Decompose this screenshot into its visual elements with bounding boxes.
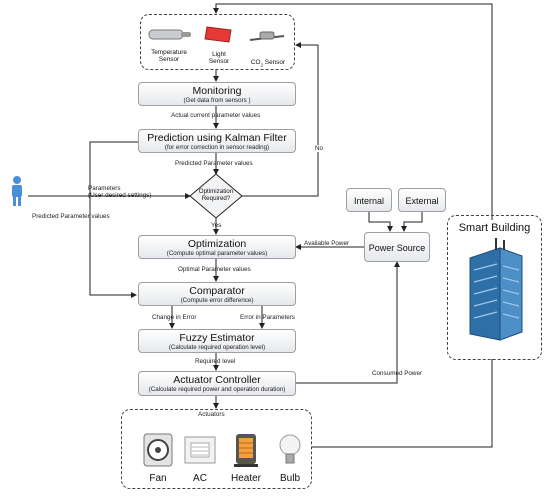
monitoring-subtitle: (Get data from sensors ) [183,97,251,105]
fuzzy-estimator-subtitle: (Calculate required operation level) [168,344,266,352]
optimization-subtitle: (Compute optimal parameter values) [166,250,268,258]
ac-label: AC [193,473,207,484]
predicted-params-label: Predicted Parameter values [175,160,253,167]
actuator-controller-subtitle: (Calculate required power and operation … [148,386,286,394]
light-sensor-label-1: Light [212,51,226,58]
optimization-box: Optimization (Compute optimal parameter … [138,235,296,259]
comparator-title: Comparator [189,285,245,297]
ac-actuator: AC [182,432,218,484]
yes-label: Yes [211,222,222,229]
bulb-icon [279,434,301,464]
internal-source-box: Internal [346,188,392,212]
comparator-box: Comparator (Compute error difference) [138,282,296,306]
predicted-params-left-label: Predicted Parameter values [32,213,110,220]
actuators-group [121,409,312,489]
change-error-label: Change in Error [152,314,197,321]
smart-building-icon [469,238,523,341]
parameters-label: Parameters (User desired settings) [88,185,152,199]
actuator-controller-box: Actuator Controller (Calculate required … [138,371,296,396]
temperature-sensor-icon [148,29,191,40]
bulb-actuator: Bulb [272,432,308,484]
heater-icon [234,434,258,467]
sensors-group [140,14,295,70]
available-power-label: Available Power [304,240,350,247]
temperature-sensor-label-2: Sensor [158,56,180,64]
prediction-subtitle: (for error correction in sensor reading) [164,144,270,152]
actuator-controller-title: Actuator Controller [173,374,261,386]
ac-icon [184,436,216,464]
actuators-label: Actuators [198,411,225,418]
optimization-title: Optimization [187,238,247,250]
temperature-sensor-label-1: Temperature [151,49,187,56]
fuzzy-estimator-box: Fuzzy Estimator (Calculate required oper… [138,329,296,353]
fan-icon [143,433,173,467]
light-sensor-icon [204,26,232,43]
comparator-subtitle: (Compute error difference) [180,297,254,305]
user-icon [12,176,22,206]
light-sensor: Light Sensor [199,24,239,68]
smart-building-title: Smart Building [458,222,531,234]
co2-sensor-label: CO2 Sensor [250,59,286,68]
light-sensor-label-2: Sensor [208,58,230,66]
decision-diamond-shape [189,173,243,219]
heater-actuator: Heater [226,432,266,484]
prediction-title: Prediction using Kalman Filter [147,132,287,144]
smart-building-group: Smart Building [447,215,542,360]
optimal-params-label: Optimal Parameter values [178,266,251,273]
bulb-label: Bulb [279,473,300,484]
fuzzy-estimator-title: Fuzzy Estimator [179,332,255,344]
monitoring-title: Monitoring [192,85,242,97]
required-level-label: Required level [195,358,236,365]
prediction-box: Prediction using Kalman Filter (for erro… [138,129,296,153]
fan-actuator: Fan [140,432,176,484]
co2-sensor: CO2 Sensor [244,28,292,68]
no-label: No [315,145,324,152]
error-params-label: Error in Parameters [240,314,295,321]
temperature-sensor: Temperature Sensor [145,26,193,68]
heater-label: Heater [230,473,261,484]
decision-diamond-label: Optimization Required? [198,188,234,203]
co2-sensor-icon [249,31,285,41]
consumed-power-label: Consumed Power [372,370,423,377]
power-source-box: Power Source [364,232,430,262]
monitoring-box: Monitoring (Get data from sensors ) [138,82,296,106]
actual-params-label: Actual current parameter values [171,112,261,119]
fan-label: Fan [149,473,167,484]
external-source-box: External [398,188,446,212]
